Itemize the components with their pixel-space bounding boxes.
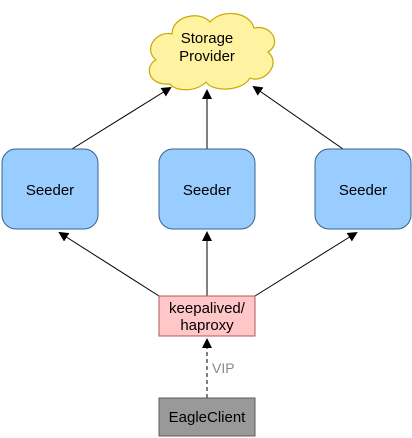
- eagle-client-box: [158, 397, 256, 437]
- storage-provider-cloud: Storage Provider: [148, 12, 276, 91]
- seeder-box: [314, 148, 412, 230]
- cloud-shape: [148, 12, 276, 91]
- seeder-node-middle: Seeder: [158, 148, 256, 230]
- seeder-box: [1, 148, 99, 230]
- arrow-lb-to-seeder-right: [254, 231, 358, 297]
- arrow-lb-to-seeder-left: [58, 231, 160, 297]
- storage-provider-label-line2: Provider: [179, 48, 235, 65]
- storage-provider-label-line1: Storage: [181, 30, 234, 47]
- load-balancer-label-line1: keepalived/: [169, 300, 246, 317]
- eagle-client-node: EagleClient: [158, 397, 256, 437]
- load-balancer-node: keepalived/ haproxy: [158, 295, 256, 337]
- load-balancer-box: [158, 295, 256, 337]
- seeder-node-right: Seeder: [314, 148, 412, 230]
- seeder-label: Seeder: [183, 182, 231, 199]
- seeder-label: Seeder: [339, 182, 387, 199]
- eagle-client-label: EagleClient: [169, 409, 247, 426]
- load-balancer-label-line2: haproxy: [180, 317, 234, 334]
- vip-edge-label: VIP: [212, 360, 235, 376]
- seeder-node-left: Seeder: [1, 148, 99, 230]
- seeder-label: Seeder: [26, 182, 74, 199]
- arrow-seeder-left-to-storage: [71, 86, 172, 150]
- arrow-seeder-right-to-storage: [252, 85, 344, 150]
- seeder-box: [158, 148, 256, 230]
